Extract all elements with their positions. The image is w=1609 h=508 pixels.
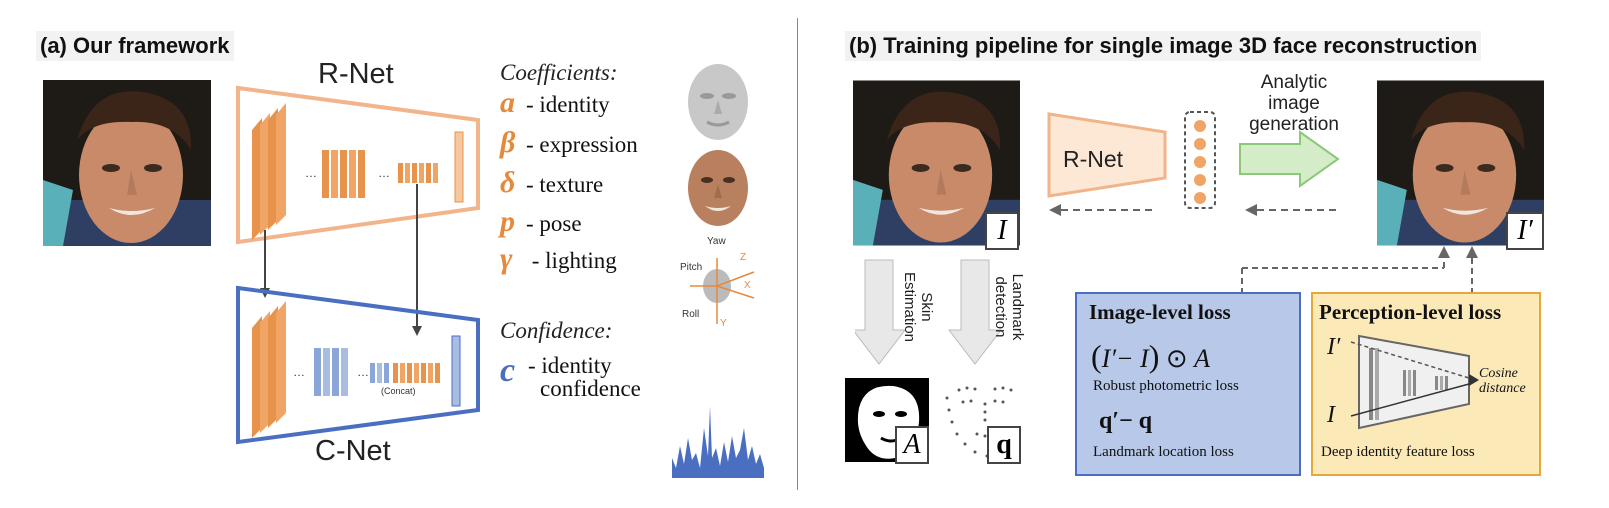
coefficient-vector	[1184, 111, 1216, 209]
coef-expression: β - expression	[500, 126, 638, 160]
coef-pose: p - pose	[500, 205, 582, 239]
coef-symbol: δ	[500, 166, 516, 199]
cosine-distance-label: Cosine distance	[1479, 366, 1526, 396]
input-face-image	[43, 80, 211, 246]
cosine-line1: Cosine	[1479, 366, 1518, 381]
cnet-trapezoid	[236, 285, 480, 445]
framework-networks-diagram: … … … …	[236, 85, 480, 445]
estimation-arrows	[855, 259, 1003, 365]
pose-roll-label: Roll	[682, 309, 700, 320]
coef-identity: a - identity	[500, 86, 610, 120]
skin-line1: Skin	[918, 292, 935, 322]
coef-label: - expression	[526, 132, 638, 157]
photometric-formula-op: ⊙	[1165, 344, 1188, 373]
panel-b-title: (b) Training pipeline for single image 3…	[845, 31, 1482, 61]
coef-label: - identity	[526, 92, 610, 117]
rnet-trapezoid	[236, 85, 480, 245]
confidence-label-line2: confidence	[540, 376, 641, 401]
svg-text:…: …	[293, 365, 305, 379]
panel-divider	[797, 18, 798, 490]
cnet-label: C-Net	[315, 435, 391, 467]
rnet-layer-mid	[322, 150, 365, 198]
confidence-heading: Confidence:	[500, 318, 613, 343]
loss-feedback-arrows	[1241, 246, 1478, 294]
coef-label: - pose	[526, 211, 582, 236]
landmark-detection-label-wrap: Landmark detection	[986, 262, 1026, 352]
cosine-line2: distance	[1479, 381, 1526, 396]
arrow-rnet-to-cnet-2	[412, 326, 422, 336]
coef-label: - lighting	[526, 248, 617, 273]
rnet-layer-small	[398, 163, 438, 183]
rnet-block-b	[1047, 112, 1167, 198]
perception-caption: Deep identity feature loss	[1321, 444, 1475, 460]
photometric-formula-a: A	[1194, 344, 1211, 373]
coef-symbol: β	[500, 126, 516, 159]
analytic-line1: Analytic	[1260, 72, 1328, 93]
landmark-detection-label: Landmark detection	[992, 262, 1026, 352]
face-recognition-network	[1350, 334, 1479, 430]
landmark-formula: q′− q	[1099, 408, 1153, 434]
coef-symbol: p	[500, 205, 515, 238]
perception-loss-title: Perception-level loss	[1319, 300, 1502, 324]
input-image-badge: I	[985, 212, 1019, 250]
face-texture-render-icon	[688, 150, 748, 226]
pose-y-label: Y	[720, 318, 727, 329]
analytic-generation-label: Analytic image generation	[1246, 72, 1342, 135]
cnet-layer-blue	[314, 348, 348, 396]
rnet-label: R-Net	[318, 58, 394, 90]
pose-x-label: X	[744, 280, 751, 291]
skin-mask-badge: A	[895, 426, 929, 464]
coef-symbol: a	[500, 86, 515, 119]
coef-lighting: γ - lighting	[500, 242, 617, 276]
pose-yaw-label: Yaw	[707, 236, 726, 247]
coef-label: - texture	[526, 172, 604, 197]
rnet-output-layer	[454, 131, 464, 203]
skin-estimation-label-wrap: Skin Estimation	[895, 262, 935, 352]
lighting-spectrum-icon	[672, 406, 764, 478]
backprop-arrows	[1049, 204, 1337, 216]
image-level-loss-box: Image-level loss (I′− I) ⊙ A Robust phot…	[1075, 292, 1301, 476]
photometric-formula-diff: I′− I	[1101, 344, 1149, 373]
cnet-layer-concat	[370, 363, 440, 383]
analytic-line2: image	[1268, 93, 1320, 114]
perception-input-original: I	[1327, 402, 1335, 428]
svg-text:…: …	[305, 166, 317, 180]
output-image-badge: I′	[1506, 212, 1544, 250]
skin-estimation-label: Skin Estimation	[901, 262, 935, 352]
landmark-line1: Landmark	[1009, 273, 1026, 341]
photometric-caption: Robust photometric loss	[1093, 378, 1239, 394]
rnet-label-b: R-Net	[1063, 146, 1124, 172]
perception-level-loss-box: Perception-level loss I′ I Cosine distan…	[1311, 292, 1541, 476]
analytic-generation-arrow	[1239, 130, 1340, 188]
coefficients-heading: Coefficients:	[500, 60, 618, 85]
landmark-line2: detection	[992, 276, 1009, 338]
svg-text:…: …	[357, 365, 369, 379]
coef-texture: δ - texture	[500, 166, 603, 200]
cnet-layer-large	[252, 301, 286, 438]
perception-input-reconstructed: I′	[1327, 334, 1341, 360]
photometric-formula: (I′− I) ⊙ A	[1091, 338, 1211, 374]
confidence-label-line1: - identity	[528, 353, 612, 378]
landmark-caption: Landmark location loss	[1093, 444, 1234, 460]
rnet-layer-large	[252, 103, 286, 240]
coef-symbol: γ	[500, 242, 513, 275]
face-shape-mesh-icon	[688, 64, 748, 140]
cnet-output-layer	[451, 335, 461, 407]
skin-line2: Estimation	[901, 271, 918, 343]
pose-pitch-label: Pitch	[680, 262, 703, 273]
pose-z-label: Z	[740, 252, 747, 263]
svg-text:…: …	[378, 166, 390, 180]
panel-a-title: (a) Our framework	[36, 31, 234, 61]
analytic-line3: generation	[1249, 114, 1339, 135]
concat-label: (Concat)	[381, 386, 416, 396]
pose-axes-icon	[690, 258, 755, 324]
confidence-label: - identity confidence	[528, 354, 641, 400]
confidence-symbol: c	[500, 352, 516, 389]
landmark-badge: q	[987, 426, 1021, 464]
image-loss-title: Image-level loss	[1089, 300, 1231, 324]
